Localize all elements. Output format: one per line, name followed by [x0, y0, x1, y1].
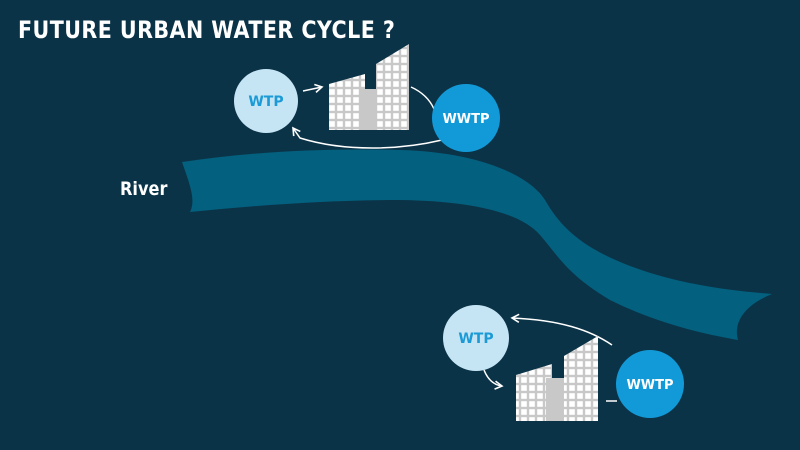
lower-wtp-node [443, 305, 509, 371]
page-title: FUTURE URBAN WATER CYCLE ? [18, 16, 396, 44]
upper-wwtp-to-wtp-arrow [292, 126, 443, 149]
upper-cycle: WTP WWTP [234, 44, 500, 152]
upper-wwtp-node [432, 84, 500, 152]
upper-wwtp-label: WWTP [442, 112, 489, 127]
lower-wwtp-label: WWTP [626, 378, 673, 393]
river-label: River [120, 178, 168, 200]
lower-wwtp-node [616, 350, 684, 418]
upper-city-buildings-icon [329, 44, 409, 130]
river [182, 149, 772, 340]
upper-wtp-node [234, 69, 298, 133]
lower-wtp-to-city-arrow [483, 369, 504, 390]
upper-wtp-to-city-arrow [302, 83, 324, 93]
lower-wtp-label: WTP [458, 331, 493, 347]
upper-wtp-label: WTP [248, 94, 283, 110]
lower-cycle: WTP WWTP [443, 305, 684, 421]
lower-city-buildings-icon [516, 336, 598, 421]
lower-wwtp-to-wtp-arrow [510, 313, 613, 346]
upper-city-to-wwtp-line [410, 86, 435, 110]
